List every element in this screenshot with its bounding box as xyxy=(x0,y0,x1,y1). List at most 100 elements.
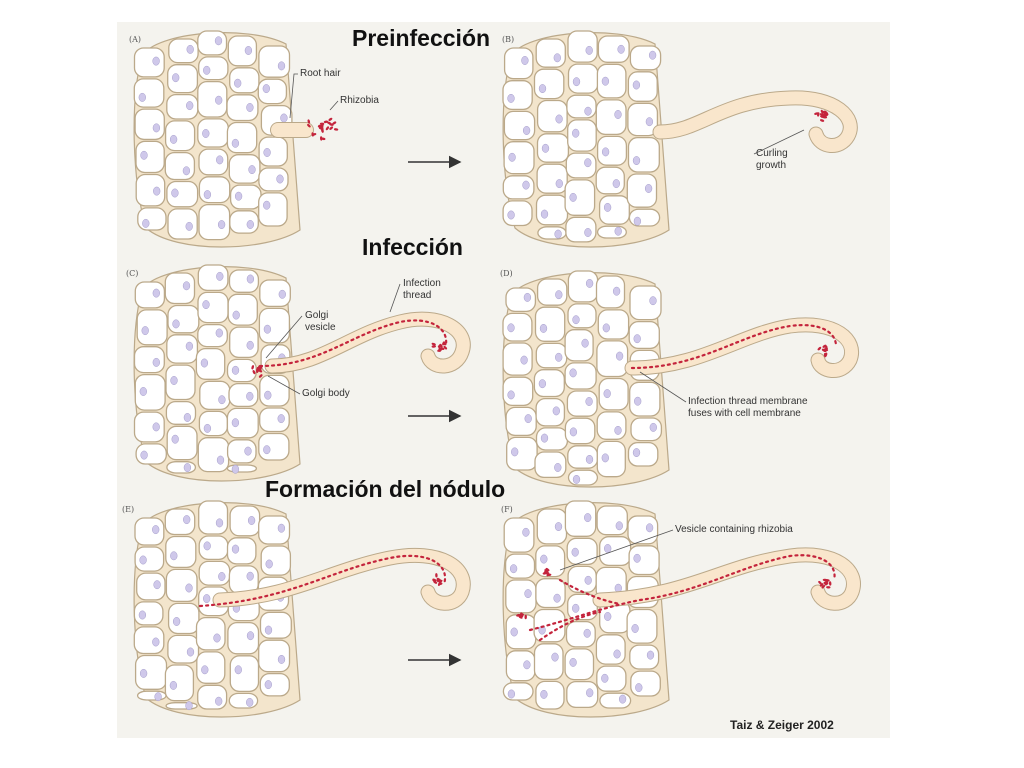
cell xyxy=(197,323,228,348)
nucleus xyxy=(231,464,240,474)
nucleus xyxy=(538,84,547,94)
cell xyxy=(595,634,626,665)
cell xyxy=(564,362,597,390)
cell xyxy=(228,382,259,408)
cell xyxy=(168,38,199,64)
cell xyxy=(226,464,258,473)
nucleus xyxy=(572,474,581,484)
cell xyxy=(228,692,259,709)
rhizobium xyxy=(823,352,827,358)
cell xyxy=(133,47,165,78)
nucleus xyxy=(553,53,561,63)
nucleus xyxy=(584,575,592,585)
cell xyxy=(567,270,599,303)
cell xyxy=(257,78,288,105)
cell xyxy=(628,208,661,227)
cell xyxy=(134,373,166,411)
cell xyxy=(599,536,632,567)
nucleus xyxy=(138,610,147,620)
nucleus xyxy=(569,192,577,202)
nucleus xyxy=(231,418,240,428)
cell xyxy=(502,342,533,376)
nucleus xyxy=(539,323,548,333)
nucleus xyxy=(615,521,623,531)
rhizobia-cluster-f-vesicle xyxy=(542,568,552,577)
nucleus xyxy=(263,148,271,157)
rhizobium xyxy=(328,117,333,121)
cell xyxy=(630,417,663,442)
nucleus xyxy=(277,523,286,533)
rhizobium xyxy=(257,367,262,370)
nucleus xyxy=(154,692,162,702)
cell xyxy=(505,650,536,682)
cell xyxy=(229,67,260,94)
cell xyxy=(536,99,568,133)
nucleus xyxy=(585,45,593,55)
nucleus xyxy=(583,628,591,638)
nucleus xyxy=(202,129,210,138)
infection-thread-e xyxy=(198,554,447,608)
panel-letter-d: (D) xyxy=(500,269,513,278)
cell-tissue-f xyxy=(502,500,670,718)
rhizobium xyxy=(431,345,436,348)
nucleus xyxy=(231,544,240,554)
nucleus xyxy=(169,134,178,144)
cell xyxy=(537,226,567,240)
nucleus xyxy=(234,78,242,88)
nucleus xyxy=(213,633,221,643)
nucleus xyxy=(552,406,560,416)
nucleus xyxy=(585,454,594,464)
label-rhizobia: Rhizobia xyxy=(340,95,379,106)
nucleus xyxy=(138,92,146,102)
cell xyxy=(627,515,659,545)
nucleus xyxy=(218,395,226,405)
cell xyxy=(134,108,165,141)
cell xyxy=(197,264,229,292)
nucleus xyxy=(152,123,161,133)
cell xyxy=(195,347,226,380)
infection-thread-rhizobia xyxy=(528,554,836,632)
cell xyxy=(533,643,564,681)
nucleus xyxy=(152,56,160,66)
cell xyxy=(506,436,538,471)
nucleus xyxy=(183,413,192,422)
cell xyxy=(535,38,566,68)
cell xyxy=(199,380,231,411)
cell xyxy=(135,173,166,207)
nucleus xyxy=(231,138,240,148)
cell xyxy=(629,45,662,71)
nucleus xyxy=(541,143,550,153)
nucleus xyxy=(571,547,579,557)
cell xyxy=(258,307,291,344)
nucleus xyxy=(632,80,641,90)
cell xyxy=(567,445,599,469)
cell xyxy=(567,30,598,63)
nucleus xyxy=(633,216,642,226)
nucleus xyxy=(601,453,609,463)
nucleus xyxy=(185,221,193,231)
cell xyxy=(133,78,165,108)
nucleus xyxy=(215,328,223,338)
cell xyxy=(567,119,597,152)
cell xyxy=(534,451,567,479)
nucleus xyxy=(632,156,641,166)
rhizobium xyxy=(318,124,323,128)
nucleus xyxy=(264,390,272,400)
nucleus xyxy=(602,323,610,333)
rhizobium xyxy=(524,614,527,620)
cell xyxy=(165,568,198,603)
nucleus xyxy=(185,701,193,711)
nucleus xyxy=(277,414,285,424)
rhizobium xyxy=(307,119,311,124)
cell xyxy=(259,407,290,433)
rhizobium xyxy=(817,346,822,351)
cell xyxy=(598,377,629,411)
rhizobia-cluster-d xyxy=(817,344,829,358)
cell xyxy=(134,546,165,572)
nucleus xyxy=(540,209,549,219)
cell xyxy=(227,293,258,326)
nucleus xyxy=(139,387,147,396)
nucleus xyxy=(246,697,254,707)
cell xyxy=(198,500,229,535)
infection-thread-f-branch2 xyxy=(538,610,602,642)
